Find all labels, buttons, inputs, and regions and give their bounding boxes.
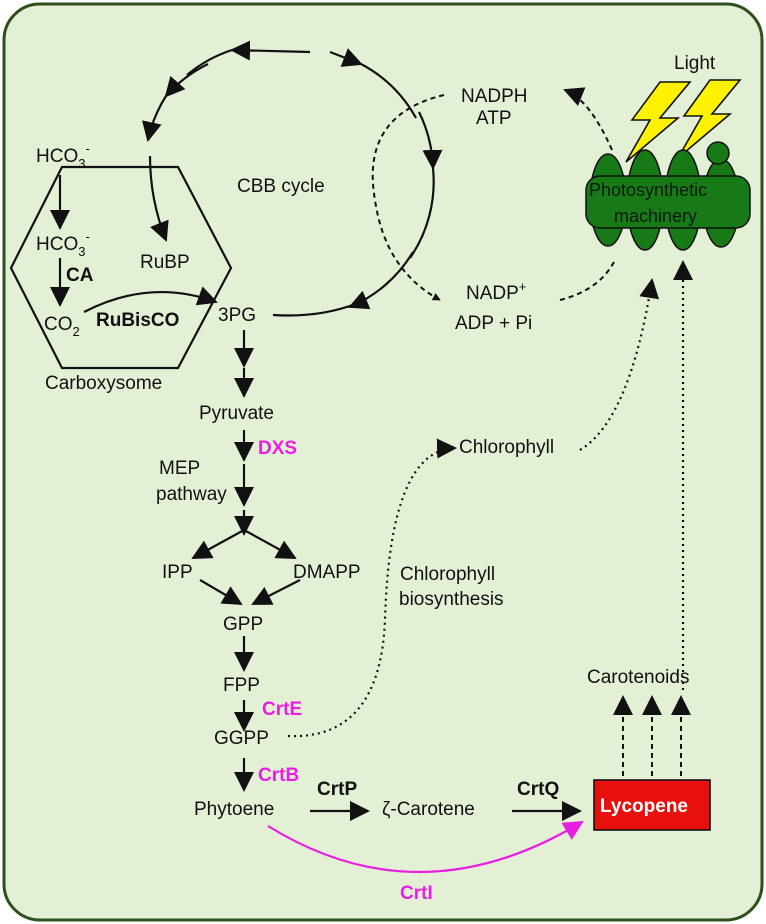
lycopene-label: Lycopene — [600, 796, 688, 817]
light-label: Light — [674, 53, 716, 74]
crtp-enzyme-label: CrtP — [317, 779, 357, 800]
main-pathway-arrows — [191, 330, 582, 821]
dxs-enzyme-label: DXS — [258, 438, 297, 459]
crti-enzyme-label: CrtI — [400, 883, 433, 904]
chlorophyll-label: Chlorophyll — [459, 437, 554, 458]
crte-enzyme-label: CrtE — [262, 699, 302, 720]
rubp-label: RuBP — [140, 252, 190, 273]
mep-label-1: MEP — [159, 458, 200, 479]
zeta-carotene-label: ζ-Carotene — [382, 799, 475, 820]
crtq-enzyme-label: CrtQ — [517, 779, 559, 800]
carboxysome-hexagon — [9, 165, 233, 370]
crtb-enzyme-label: CrtB — [258, 765, 299, 786]
cbb-cycle-arrows — [142, 40, 443, 317]
pg3-label: 3PG — [218, 305, 256, 326]
gpp-label: GPP — [223, 614, 263, 635]
photosynthetic-label-2: machinery — [614, 206, 697, 226]
phytoene-label: Phytoene — [194, 799, 274, 820]
carboxysome-arrows — [50, 175, 218, 313]
dmapp-label: DMAPP — [293, 562, 361, 583]
cofactor-loop-arrows — [371, 87, 616, 301]
rubisco-label: RuBisCO — [96, 310, 179, 331]
lightning-icon — [625, 79, 742, 163]
lycopene-box — [593, 779, 711, 831]
hco3-inner-label: HCO3- — [36, 229, 90, 259]
carboxysome-label: Carboxysome — [45, 373, 162, 394]
fpp-label: FPP — [223, 675, 260, 696]
chlorophyll-biosynthesis-label-2: biosynthesis — [399, 589, 504, 610]
atp-label: ATP — [476, 108, 512, 129]
co2-label: CO2 — [44, 314, 80, 339]
photosynthetic-label-1: Photosynthetic — [589, 180, 707, 200]
chlorophyll-biosynthesis-label-1: Chlorophyll — [400, 564, 495, 585]
ggpp-label: GGPP — [214, 728, 269, 749]
ca-enzyme-label: CA — [66, 265, 94, 286]
photosynthetic-machinery — [585, 141, 751, 251]
pyruvate-label: Pyruvate — [199, 403, 274, 424]
chlorophyll-arrows — [287, 260, 693, 738]
mep-label-2: pathway — [156, 484, 227, 505]
ipp-label: IPP — [162, 562, 193, 583]
crti-arrow — [267, 820, 584, 874]
carotenoids-label: Carotenoids — [587, 667, 689, 688]
hco3-outer-label: HCO3- — [36, 141, 90, 171]
cbb-cycle-label: CBB cycle — [237, 176, 325, 197]
adp-pi-label: ADP + Pi — [455, 313, 532, 334]
nadp-label: NADP+ — [466, 279, 526, 304]
nadph-label: NADPH — [461, 86, 528, 107]
carotenoid-arrows — [613, 695, 691, 776]
